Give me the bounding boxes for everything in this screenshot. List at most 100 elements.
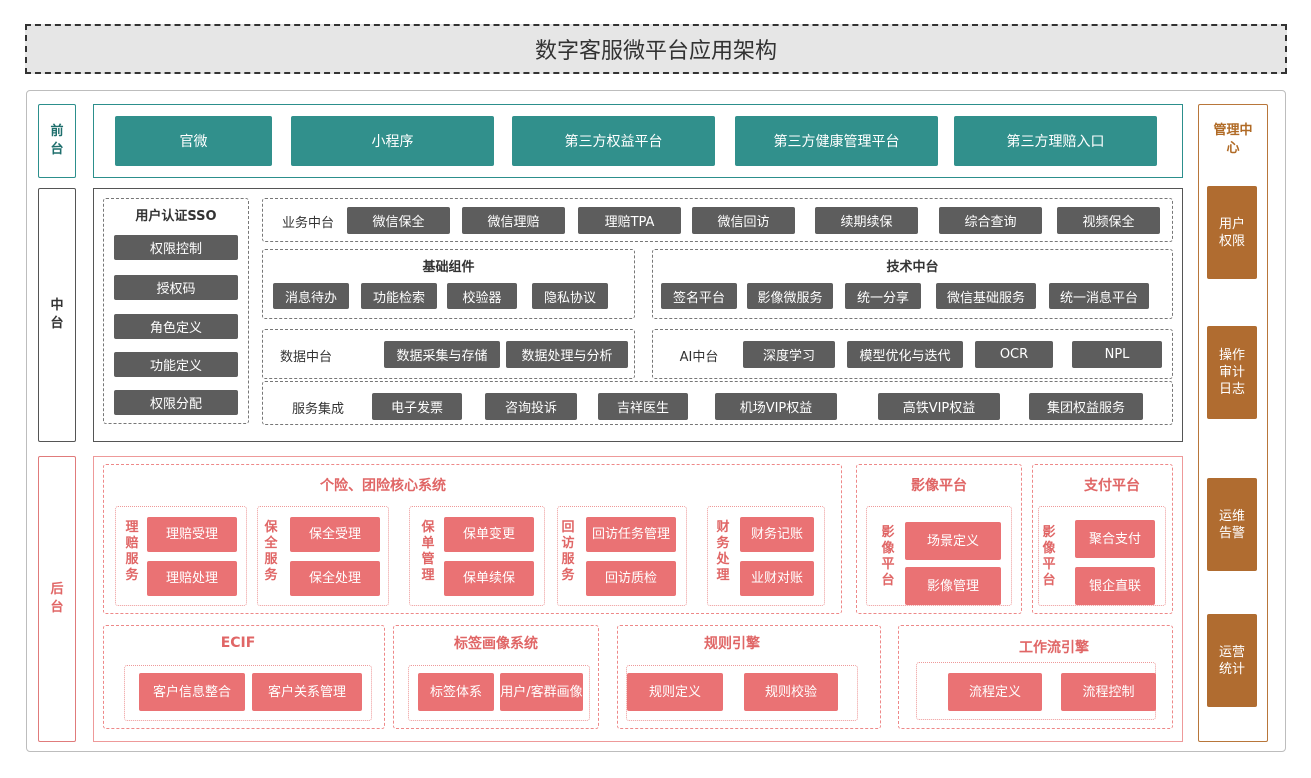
sso-permission-assignment[interactable]: 权限分配 (114, 390, 238, 415)
front-item-third-party-health[interactable]: 第三方健康管理平台 (735, 116, 938, 166)
basic-item-privacy-agreement[interactable]: 隐私协议 (532, 283, 608, 309)
front-item-mini-program[interactable]: 小程序 (291, 116, 494, 166)
front-layer (93, 104, 1183, 178)
image-item-image-management[interactable]: 影像管理 (905, 567, 1001, 605)
business-group (262, 198, 1173, 242)
ai-item-ocr[interactable]: OCR (975, 341, 1053, 368)
rule-engine-subgroup (626, 665, 858, 721)
core-system-group (103, 464, 842, 614)
front-item-third-party-claims[interactable]: 第三方理赔入口 (954, 116, 1157, 166)
rule-item-validation[interactable]: 规则校验 (744, 673, 838, 711)
core-item-claims-acceptance[interactable]: 理赔受理 (147, 517, 237, 552)
sso-function-definition[interactable]: 功能定义 (114, 352, 238, 377)
front-item-third-party-benefits[interactable]: 第三方权益平台 (512, 116, 715, 166)
basic-item-function-search[interactable]: 功能检索 (361, 283, 437, 309)
service-item-rail-vip[interactable]: 高铁VIP权益 (878, 393, 1000, 420)
page-title: 数字客服微平台应用架构 (25, 24, 1287, 74)
core-subgroup-policy (409, 506, 545, 606)
ecif-item-customer-integration[interactable]: 客户信息整合 (139, 673, 245, 711)
tech-item-unified-message[interactable]: 统一消息平台 (1049, 283, 1149, 309)
ecif-subgroup (124, 665, 372, 721)
sso-role-definition[interactable]: 角色定义 (114, 314, 238, 339)
service-item-consult-complaint[interactable]: 咨询投诉 (485, 393, 577, 420)
tag-portrait-subgroup (408, 665, 590, 721)
service-item-airport-vip[interactable]: 机场VIP权益 (715, 393, 837, 420)
core-item-policy-change[interactable]: 保单变更 (444, 517, 534, 552)
core-item-preservation-acceptance[interactable]: 保全受理 (290, 517, 380, 552)
basic-item-validator[interactable]: 校验器 (447, 283, 517, 309)
core-system-title: 个险、团险核心系统 (320, 478, 446, 494)
basic-item-message-todo[interactable]: 消息待办 (273, 283, 349, 309)
mgmt-ops-statistics[interactable]: 运营统计 (1207, 614, 1257, 707)
architecture-frame (26, 90, 1286, 752)
image-platform-label: 影像平台 (881, 525, 895, 588)
tech-group (652, 249, 1173, 319)
mgmt-ops-alert[interactable]: 运维告警 (1207, 478, 1257, 571)
sso-permission-control[interactable]: 权限控制 (114, 235, 238, 260)
ecif-item-customer-relationship[interactable]: 客户关系管理 (252, 673, 362, 711)
ai-item-deep-learning[interactable]: 深度学习 (743, 341, 835, 368)
tech-title: 技术中台 (886, 259, 939, 275)
layer-label-front: 前台 (38, 104, 76, 178)
business-item-renewal[interactable]: 续期续保 (815, 207, 918, 234)
management-center-title: 管理中心 (1213, 123, 1253, 156)
ecif-title: ECIF (220, 635, 256, 651)
business-item-video-preservation[interactable]: 视频保全 (1057, 207, 1160, 234)
ai-group (652, 329, 1173, 379)
business-item-wechat-preservation[interactable]: 微信保全 (347, 207, 450, 234)
ai-item-model-optimization[interactable]: 模型优化与迭代 (847, 341, 963, 368)
core-item-revisit-task[interactable]: 回访任务管理 (586, 517, 676, 552)
tag-item-user-portrait[interactable]: 用户/客群画像 (500, 673, 583, 711)
rule-item-definition[interactable]: 规则定义 (627, 673, 723, 711)
tech-item-wechat-basic-service[interactable]: 微信基础服务 (936, 283, 1036, 309)
middle-layer (93, 188, 1183, 442)
workflow-item-control[interactable]: 流程控制 (1061, 673, 1156, 711)
tag-portrait-group (393, 625, 599, 729)
payment-platform-title: 支付平台 (1084, 478, 1140, 494)
mgmt-operation-audit-log[interactable]: 操作审计日志 (1207, 326, 1257, 419)
front-item-official-wechat[interactable]: 官微 (115, 116, 272, 166)
core-item-claims-processing[interactable]: 理赔处理 (147, 561, 237, 596)
basic-components-title: 基础组件 (422, 259, 475, 275)
core-label-revisit: 回访服务 (561, 520, 575, 583)
basic-components-group (262, 249, 635, 319)
pay-item-aggregate-payment[interactable]: 聚合支付 (1075, 520, 1155, 558)
service-item-group-benefits[interactable]: 集团权益服务 (1029, 393, 1143, 420)
core-item-revisit-qc[interactable]: 回访质检 (586, 561, 676, 596)
ai-label: AI中台 (679, 349, 719, 365)
workflow-engine-group (898, 625, 1173, 729)
business-item-general-query[interactable]: 综合查询 (939, 207, 1042, 234)
mgmt-user-permission[interactable]: 用户权限 (1207, 186, 1257, 279)
payment-platform-label: 影像平台 (1042, 525, 1056, 588)
ecif-group (103, 625, 385, 729)
core-item-finance-reconcile[interactable]: 业财对账 (740, 561, 814, 596)
business-item-wechat-revisit[interactable]: 微信回访 (692, 207, 795, 234)
service-group (262, 381, 1173, 425)
sso-auth-code[interactable]: 授权码 (114, 275, 238, 300)
ai-item-npl[interactable]: NPL (1072, 341, 1162, 368)
core-subgroup-revisit (557, 506, 687, 606)
core-subgroup-finance (707, 506, 825, 606)
back-layer (93, 456, 1183, 742)
tag-item-system[interactable]: 标签体系 (418, 673, 494, 711)
pay-item-bank-direct[interactable]: 银企直联 (1075, 567, 1155, 605)
data-item-collect-store[interactable]: 数据采集与存储 (384, 341, 500, 368)
tech-item-image-microservice[interactable]: 影像微服务 (747, 283, 833, 309)
business-item-wechat-claims[interactable]: 微信理赔 (462, 207, 565, 234)
payment-platform-subgroup (1038, 506, 1166, 606)
data-item-process-analyze[interactable]: 数据处理与分析 (506, 341, 628, 368)
image-item-scene-definition[interactable]: 场景定义 (905, 522, 1001, 560)
service-item-e-invoice[interactable]: 电子发票 (372, 393, 462, 420)
workflow-item-definition[interactable]: 流程定义 (948, 673, 1042, 711)
core-item-finance-booking[interactable]: 财务记账 (740, 517, 814, 552)
tech-item-unified-share[interactable]: 统一分享 (845, 283, 921, 309)
tech-item-signature[interactable]: 签名平台 (661, 283, 737, 309)
core-label-finance: 财务处理 (716, 520, 730, 583)
core-item-preservation-processing[interactable]: 保全处理 (290, 561, 380, 596)
core-label-policy: 保单管理 (421, 520, 435, 583)
core-item-policy-renewal[interactable]: 保单续保 (444, 561, 534, 596)
business-label: 业务中台 (281, 215, 334, 231)
business-item-claims-tpa[interactable]: 理赔TPA (578, 207, 681, 234)
service-item-jixiang-doctor[interactable]: 吉祥医生 (598, 393, 688, 420)
workflow-engine-title: 工作流引擎 (1019, 640, 1089, 656)
